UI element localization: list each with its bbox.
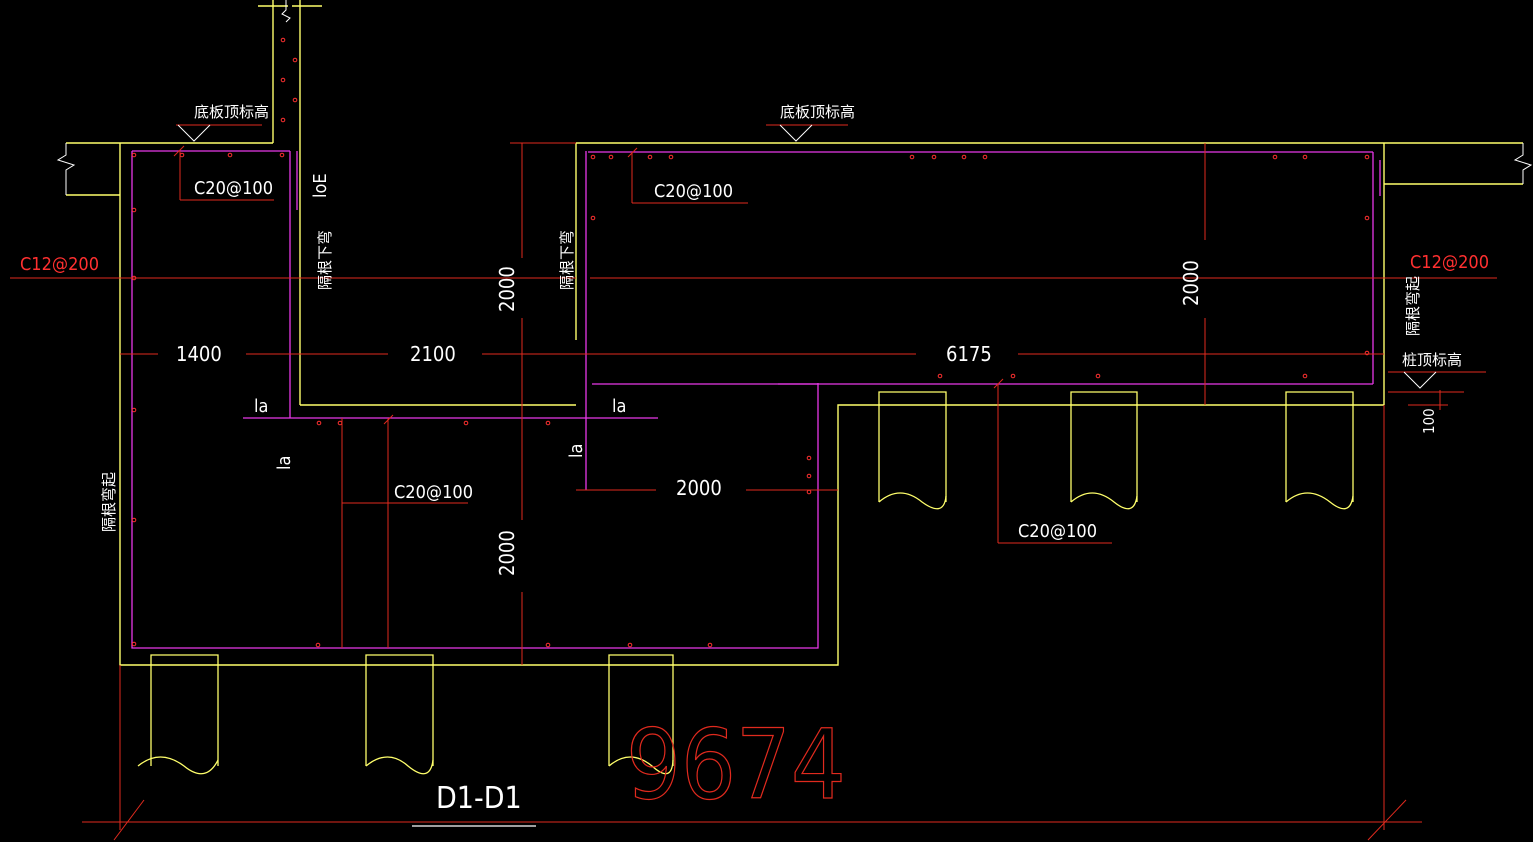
anchorage-la-left-h: la [254, 396, 268, 417]
slab-outline [66, 0, 1523, 666]
dimension-2100: 2100 [410, 342, 456, 366]
anchorage-loe: loE [310, 173, 331, 198]
dimension-6175: 6175 [946, 342, 992, 366]
rebar-cage [131, 150, 1381, 649]
dimension-2000-top-right: 2000 [1179, 260, 1203, 306]
anchorage-la-left-v: la [274, 456, 295, 470]
break-symbols [56, 0, 1533, 195]
rebar-dots [131, 37, 1370, 648]
dimension-2000-pit: 2000 [495, 530, 519, 576]
pile [878, 391, 947, 510]
note-bend-left-pit: 隔根弯起 [100, 472, 118, 532]
dimension-2000-top-mid: 2000 [495, 266, 519, 312]
pile-top-elevation: 桩顶标高 [1402, 351, 1462, 369]
rebar-label-top-left: C20@100 [194, 178, 273, 199]
pile [365, 654, 434, 775]
dist-rebar-label-right: C12@200 [1410, 252, 1489, 273]
section-title: D1-D1 [436, 781, 522, 816]
rebar-label-top-right: C20@100 [654, 181, 733, 202]
rebar-label-mid: C20@100 [394, 482, 473, 503]
note-bend-mid-wall: 隔根下弯 [558, 230, 576, 290]
slab-top-elevation-right: 底板顶标高 [780, 103, 855, 121]
piles [137, 391, 1354, 775]
overall-dimension-9674: 9674 [626, 709, 846, 821]
dimension-2000-step: 2000 [676, 476, 722, 500]
note-bend-right-wall: 隔根弯起 [1404, 276, 1422, 336]
note-bend-left-wall: 隔根下弯 [316, 230, 334, 290]
pile [608, 654, 674, 775]
dimension-1400: 1400 [176, 342, 222, 366]
rebar-label-bottom-right: C20@100 [1018, 521, 1097, 542]
anchorage-la-right-h: la [612, 396, 626, 417]
slab-top-elevation-left: 底板顶标高 [194, 103, 269, 121]
pile [137, 654, 219, 775]
elevation-markers [177, 124, 1437, 389]
dimension-lines [10, 124, 1497, 841]
pile [1070, 391, 1138, 510]
pile-embed-dimension: 100 [1420, 408, 1438, 434]
pile [1285, 391, 1354, 510]
dist-rebar-label-left: C12@200 [20, 254, 99, 275]
anchorage-la-right-v: la [566, 444, 587, 458]
